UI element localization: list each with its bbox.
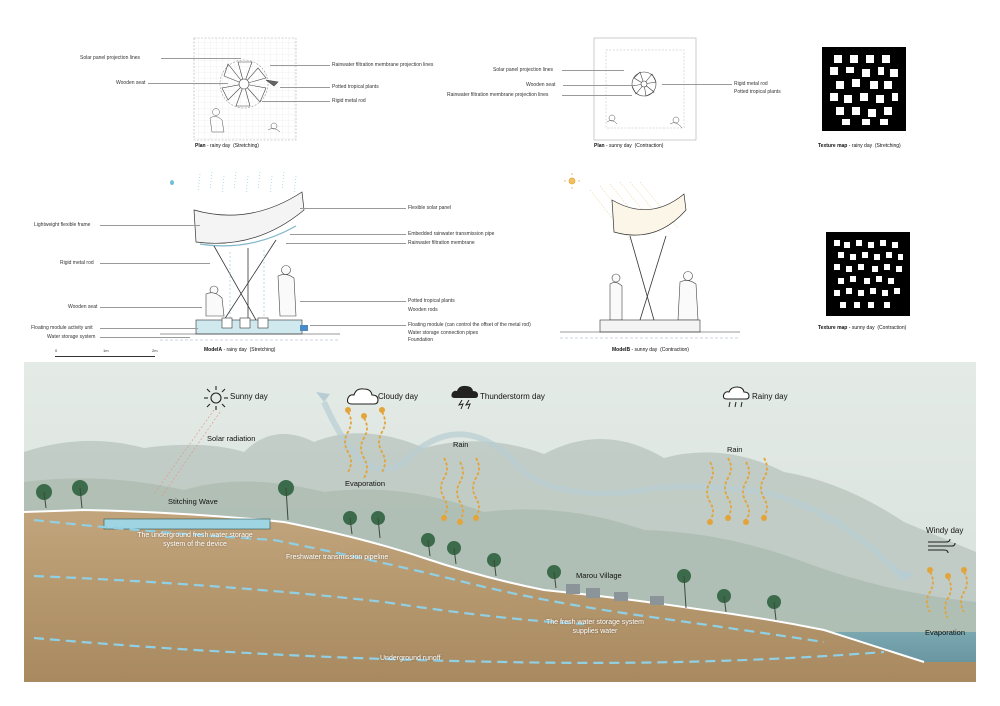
leader-line [310,325,406,326]
leader-line [300,208,406,209]
label-evaporation-2: Evaporation [925,628,966,637]
leader-line [286,243,406,244]
plan-b-caption: Plan - sunny day (Contraction) [594,143,664,149]
model-a-label-pipe: Embedded rainwater transmission pipe [408,231,495,237]
model-a-label-frame: Lightweight flexible frame [34,222,91,228]
label-rain-1: Rain [453,440,469,449]
label-pipeline: Freshwater transmission pipeline [286,554,389,561]
texture-map-rainy-caption: Texture map - rainy day (Stretching) [818,143,901,149]
model-a-label-water-storage: Water storage system [47,334,96,340]
plan-b-drawing [593,37,697,141]
model-a-label-plants: Potted tropical plants [408,298,455,304]
weather-label-cloudy: Cloudy day [378,392,419,401]
leader-line [662,84,732,85]
plan-a-label-plants: Potted tropical plants [332,84,379,90]
leader-line [148,83,228,84]
plan-a-drawing [193,37,297,141]
scale-tick-label: 0 [55,348,58,353]
label-stitching-wave: Stitching Wave [168,497,218,506]
model-a-drawing [160,171,340,341]
label-underground-storage: The underground fresh water storage syst… [137,532,253,548]
texture-map-sunny-caption: Texture map - sunny day (Contraction) [818,325,907,331]
model-a-label-solar-panel: Flexible solar panel [408,205,452,211]
wind-icon [928,538,956,554]
leader-line [300,301,406,302]
label-underground-runoff: Underground runoff [380,655,441,662]
leader-line [100,337,190,338]
leader-line [100,307,202,308]
plan-b-label-metal-rod: Rigid metal rod [734,81,768,87]
label-solar-radiation: Solar radiation [207,434,256,443]
leader-line [270,65,330,66]
scale-bar: 0 1m 2m [55,348,158,358]
plan-a-label-membrane-lines: Rainwater filtration membrane projection… [332,62,434,68]
sun-icon [204,386,228,410]
leader-line [161,58,241,59]
cloud-icon [346,388,379,405]
label-marou-village: Marou Village [576,571,622,580]
model-a-label-foundation: Foundation [408,337,434,343]
plan-b-label-solar-lines: Solar panel projection lines [493,67,554,73]
model-a-label-seat: Wooden seat [68,304,98,310]
thunder-cloud-icon [451,385,478,410]
model-b-caption: ModelB - sunny day (Contraction) [612,347,689,353]
texture-map-rainy [822,47,906,131]
model-a-label-connection-pipes: Water storage connection pipes [408,330,479,336]
model-a-label-floating-unit: Floating module activity unit [31,325,93,331]
model-a-label-rod: Rigid metal rod [60,260,94,266]
plan-a-label-solar-lines: Solar panel projection lines [80,55,141,61]
scale-tick-label: 2m [152,348,158,353]
label-rain-2: Rain [727,445,743,454]
leader-line [100,225,200,226]
weather-label-sunny: Sunny day [230,392,268,401]
leader-line [100,328,198,329]
texture-map-sunny [826,232,910,316]
plan-b-label-membrane-lines: Rainwater filtration membrane projection… [447,92,549,98]
model-a-label-floating-module: Floating module (can control the offset … [408,322,531,328]
model-b-drawing [560,173,740,339]
rain-cloud-icon [722,386,750,408]
landscape-section [24,362,976,682]
leader-line [562,70,624,71]
leader-line [563,85,633,86]
model-a-label-membrane: Rainwater filtration membrane [408,240,475,246]
plan-a-label-wooden-seat: Wooden seat [116,80,146,86]
label-supplies-water: The fresh water storage system supplies … [545,619,645,635]
model-a-label-wooden-rods: Wooden rods [408,307,438,313]
label-evaporation-1: Evaporation [345,479,386,488]
weather-label-thunderstorm: Thunderstorm day [480,392,545,401]
plan-b-label-wooden-seat: Wooden seat [526,82,556,88]
weather-label-windy: Windy day [926,526,964,535]
leader-line [290,234,406,235]
scale-tick-label: 1m [103,348,109,353]
plan-a-caption: Plan - rainy day (Stretching) [195,143,259,149]
sun-icon [564,173,580,189]
leader-line [100,263,210,264]
model-a-caption: ModelA - rainy day (Stretching) [204,347,276,353]
leader-line [280,87,330,88]
leader-line [562,95,632,96]
plan-b-label-plants: Potted tropical plants [734,89,781,95]
plan-a-label-metal-rod: Rigid metal rod [332,98,366,104]
weather-label-rainy: Rainy day [752,392,788,401]
leader-line [262,101,330,102]
